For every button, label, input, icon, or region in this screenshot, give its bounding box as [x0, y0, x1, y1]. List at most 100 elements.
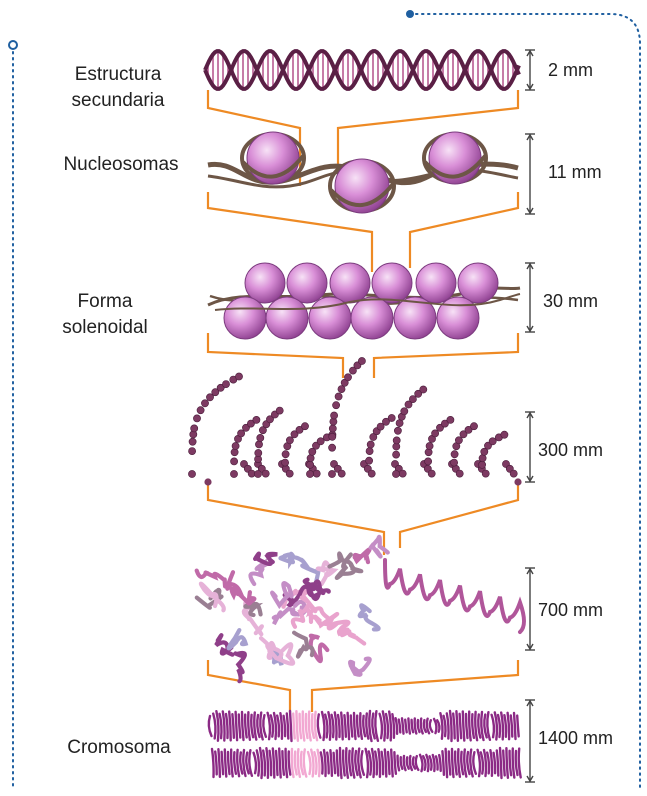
chromosome-fiber — [375, 711, 378, 741]
chromosome-fiber — [295, 752, 297, 775]
solenoid-nucleosome — [266, 297, 308, 339]
chromosome-fiber — [388, 752, 390, 774]
bead — [420, 386, 427, 393]
chromosome-fiber — [366, 749, 368, 777]
label-forma-solenoidal: Forma solenoidal — [40, 289, 170, 341]
bead — [329, 425, 336, 432]
chromosome-fiber — [434, 719, 436, 733]
chromosome-fiber — [514, 713, 516, 739]
connector-line — [208, 333, 343, 378]
chromosome-fiber — [254, 753, 256, 773]
bead — [255, 441, 262, 448]
chromosome-fiber — [292, 749, 294, 777]
label-cromosoma: Cromosoma — [44, 735, 194, 761]
chromosome-fiber — [327, 753, 329, 774]
chromosome-fiber — [453, 714, 455, 739]
chromosome-fiber — [251, 715, 253, 737]
measure-11mm: 11 mm — [548, 162, 602, 183]
bead — [510, 470, 517, 477]
bead — [193, 415, 200, 422]
chromosome-fiber — [300, 714, 302, 738]
bead — [344, 374, 351, 381]
chromosome-fiber — [348, 713, 350, 739]
chromosome-fiber — [519, 749, 521, 778]
chromosome-fiber — [280, 713, 282, 739]
chromosome-fiber — [284, 716, 286, 736]
bead — [222, 381, 229, 388]
chromosome-fiber — [433, 755, 435, 771]
chromatin-coil — [272, 583, 291, 605]
chromosome-fiber — [410, 756, 412, 770]
chromosome-fiber — [296, 711, 298, 741]
chromosome-fiber — [517, 716, 519, 737]
chromosome-fiber — [334, 753, 336, 773]
bead — [257, 434, 264, 441]
bead — [479, 455, 486, 462]
bead — [254, 470, 261, 477]
bead — [514, 478, 521, 485]
chromosome-fiber — [456, 711, 458, 741]
bead — [253, 416, 260, 423]
chromosome-fiber — [270, 751, 272, 775]
connector-line — [410, 192, 518, 268]
condensed-chromatin — [197, 537, 524, 681]
chromosome-fiber — [436, 756, 438, 769]
chromosome-fiber — [418, 720, 420, 732]
connector-line — [208, 660, 290, 712]
chromosome-fiber — [282, 751, 284, 775]
chromosome-fiber — [361, 751, 364, 775]
chromatin-coil — [371, 537, 388, 557]
chromosome-fiber — [218, 749, 220, 777]
chromosome-fiber — [475, 712, 477, 740]
chromosome-fiber — [314, 752, 316, 774]
chromosome-fiber — [229, 712, 231, 741]
chromosome-fiber — [298, 749, 300, 777]
chromosome-fiber — [352, 748, 354, 777]
bead — [333, 402, 340, 409]
chromatin-coil — [255, 554, 277, 564]
chromosome-fiber — [478, 750, 480, 776]
chromosome-fiber — [430, 756, 432, 769]
chromatin-coil — [250, 563, 264, 584]
chromosome-fiber — [213, 714, 215, 739]
bead — [338, 470, 345, 477]
label-estructura-secundaria: Estructura secundaria — [48, 62, 188, 114]
chromosome-fiber — [290, 711, 292, 741]
chromosome-fiber — [243, 750, 245, 776]
chromosome-fiber — [349, 751, 351, 775]
chromosome-fiber — [513, 748, 515, 777]
chromosome-fiber — [463, 711, 465, 740]
chromosome-fiber — [279, 749, 281, 778]
chromosome-fiber — [287, 713, 289, 738]
chromosome-fiber — [420, 755, 422, 771]
dotted-frame — [9, 10, 640, 790]
bead — [188, 470, 195, 477]
bead — [401, 408, 408, 415]
chromosome-fiber — [328, 712, 330, 740]
chromosome-fiber — [458, 749, 460, 777]
chromosome-fiber — [215, 752, 217, 775]
chromosome-fiber — [461, 752, 463, 774]
chromosome-fiber — [497, 750, 499, 775]
bead — [282, 451, 289, 458]
measure-700mm: 700 mm — [538, 600, 603, 621]
chromosome-fiber — [382, 752, 384, 774]
chromosome-fiber — [332, 715, 334, 737]
chromosome-fiber — [407, 757, 409, 768]
chromosome-fiber — [446, 749, 448, 777]
chromosome-fiber — [440, 713, 442, 739]
bead — [191, 425, 198, 432]
chromosome-fiber — [464, 749, 466, 776]
chromosome-fiber — [444, 716, 446, 736]
connector-line — [312, 660, 518, 712]
chromosome-fiber — [220, 714, 222, 738]
bead — [282, 459, 289, 466]
chromosome-fiber — [335, 712, 337, 739]
chromosome-fiber — [360, 713, 362, 739]
bead — [393, 437, 400, 444]
chromosome-fiber — [222, 752, 224, 774]
measure-1400mm: 1400 mm — [538, 728, 613, 749]
bead — [189, 448, 196, 455]
bead — [307, 455, 314, 462]
